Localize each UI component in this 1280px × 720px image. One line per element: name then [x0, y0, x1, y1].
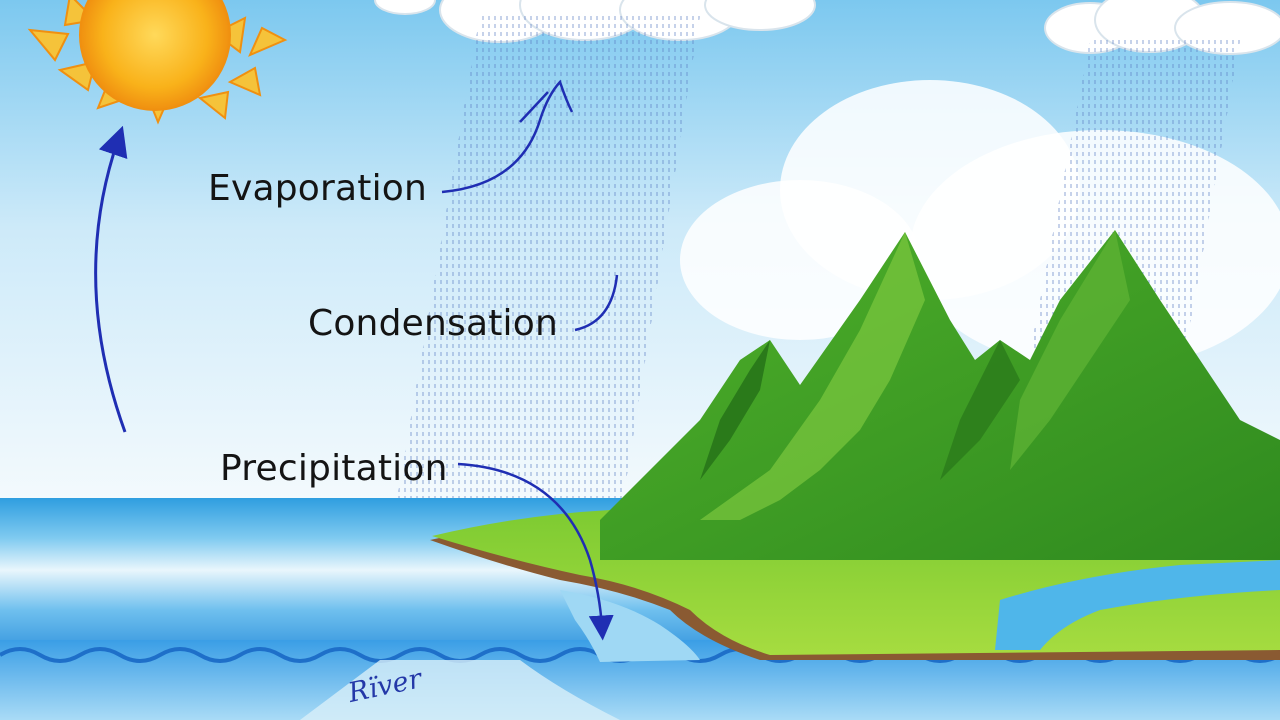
river	[560, 590, 700, 662]
condensation-label: Condensation	[308, 303, 558, 344]
river-lower	[300, 660, 620, 720]
evaporation-label-arrow	[441, 79, 574, 194]
river-right	[995, 560, 1280, 650]
rain-icon	[372, 15, 700, 645]
precipitation-arrow	[457, 462, 614, 641]
evaporation-label: Evaporation	[208, 168, 428, 209]
sun-icon	[27, 0, 288, 125]
evaporation-arrow	[94, 125, 128, 433]
condensation-arrow	[574, 274, 619, 332]
mountains	[600, 230, 1280, 560]
evaporation-arrow-tip	[519, 91, 549, 123]
precipitation-label: Precipitation	[220, 448, 448, 489]
